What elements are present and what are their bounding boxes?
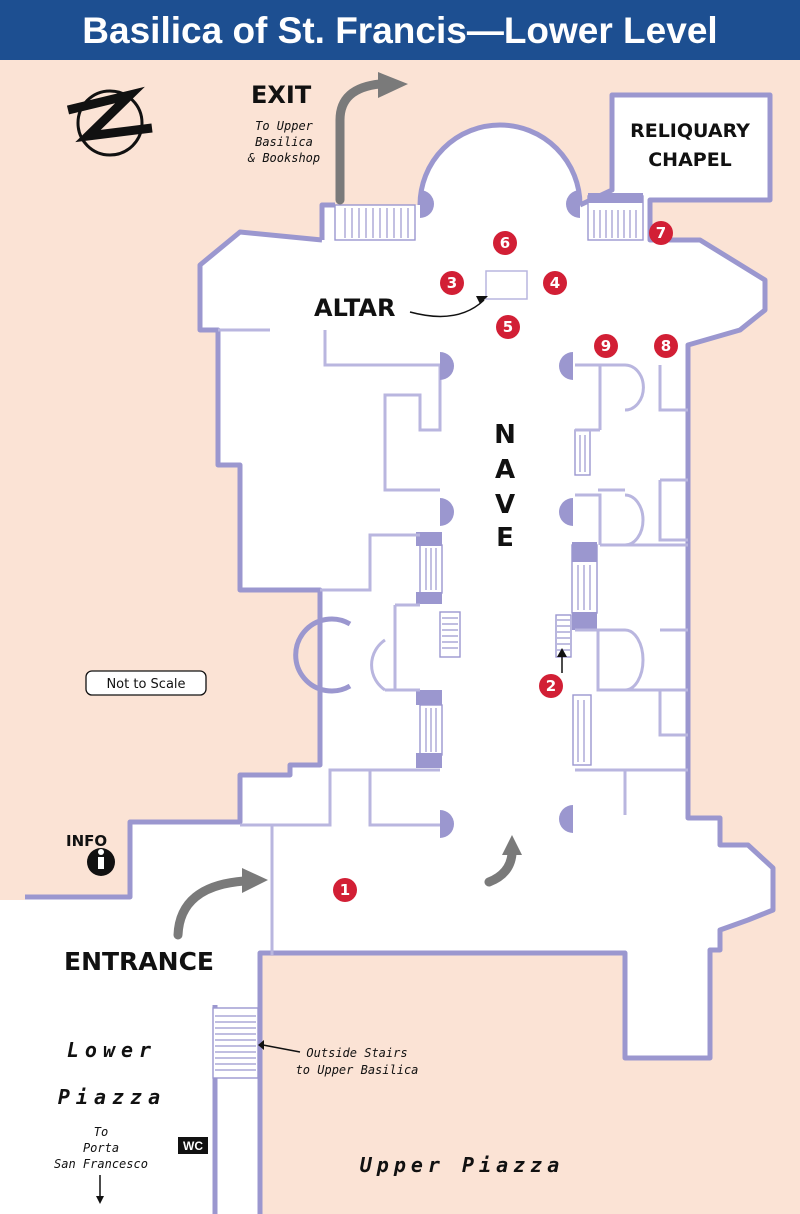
wc-box	[178, 1137, 208, 1154]
entrance-arrow	[173, 876, 249, 940]
info-label: INFO	[66, 832, 107, 850]
wc-label: WC	[183, 1139, 203, 1153]
reliquary-label-2: CHAPEL	[648, 149, 732, 171]
pillars	[420, 190, 580, 838]
outside-stairs-label-1: Outside Stairs	[306, 1046, 407, 1060]
not-to-scale-label: Not to Scale	[106, 677, 185, 692]
interior-partitions	[218, 328, 688, 955]
lower-piazza-label-1: Lower	[67, 1038, 157, 1062]
marker-8[interactable]: 8	[654, 334, 678, 358]
nave-letter-e: E	[496, 523, 514, 553]
marker-2-label: 2	[546, 677, 556, 695]
marker-4[interactable]: 4	[543, 271, 567, 295]
altar-table	[485, 270, 528, 300]
exit-arrow	[335, 79, 385, 205]
marker-3[interactable]: 3	[440, 271, 464, 295]
building-floor	[25, 95, 773, 1214]
marker-9-label: 9	[601, 337, 611, 355]
marker-6-label: 6	[500, 234, 510, 252]
nave-letter-a: A	[495, 455, 515, 485]
exit-note-2: Basilica	[255, 135, 313, 149]
marker-9[interactable]: 9	[594, 334, 618, 358]
nave-arrow	[484, 849, 517, 887]
altar-alcove	[293, 616, 352, 694]
exit-note-3: & Bookshop	[247, 151, 320, 165]
porta-label-2: Porta	[83, 1141, 119, 1155]
marker-8-label: 8	[661, 337, 671, 355]
entrance-label: ENTRANCE	[64, 947, 214, 976]
map-title: Basilica of St. Francis—Lower Level	[0, 0, 800, 60]
stair-landings	[416, 193, 643, 768]
nave-letter-n: N	[494, 420, 516, 450]
marker-5[interactable]: 5	[496, 315, 520, 339]
exit-label: EXIT	[251, 81, 312, 109]
marker-3-label: 3	[447, 274, 457, 292]
info-icon	[87, 848, 115, 876]
pointer-arrows	[99, 299, 563, 1198]
porta-label-3: San Francesco	[54, 1157, 148, 1171]
marker-7-label: 7	[656, 224, 666, 242]
not-to-scale-box	[85, 670, 207, 696]
lower-piazza-area	[0, 900, 215, 1214]
marker-5-label: 5	[503, 318, 513, 336]
marker-1[interactable]: 1	[333, 878, 357, 902]
lower-piazza-label-2: Piazza	[58, 1085, 166, 1109]
marker-6[interactable]: 6	[493, 231, 517, 255]
marker-4-label: 4	[550, 274, 560, 292]
porta-label-1: To	[94, 1125, 108, 1139]
marker-2[interactable]: 2	[539, 674, 563, 698]
marker-7[interactable]: 7	[649, 221, 673, 245]
nave-letter-v: V	[495, 490, 515, 520]
reliquary-label-1: RELIQUARY	[630, 120, 750, 142]
altar-label: ALTAR	[314, 294, 395, 322]
exit-note-1: To Upper	[255, 119, 314, 133]
upper-piazza-label: Upper Piazza	[360, 1153, 565, 1177]
direction-arrows	[173, 79, 517, 940]
marker-1-label: 1	[340, 881, 350, 899]
outside-stairs-label-2: to Upper Basilica	[296, 1063, 419, 1077]
north-arrow-icon	[66, 86, 153, 157]
